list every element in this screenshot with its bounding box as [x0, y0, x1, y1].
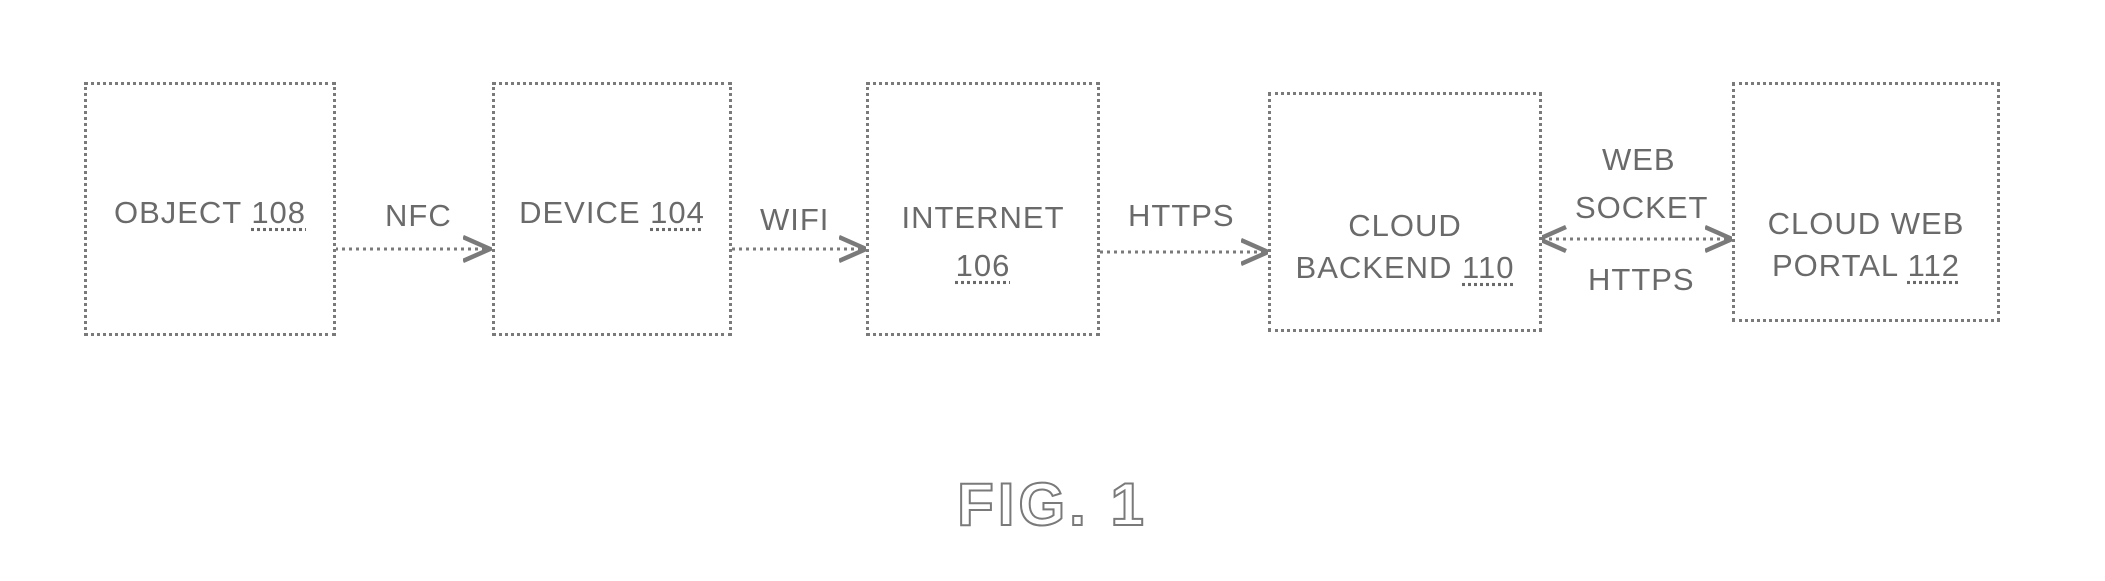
device-label-text: DEVICE: [519, 195, 641, 230]
figure-label: FIG. 1: [956, 470, 1148, 539]
cloud-web-portal-label-line2: PORTAL 112: [1735, 245, 1997, 287]
device-label: DEVICE 104: [495, 192, 729, 234]
internet-box: INTERNET 106: [866, 82, 1100, 336]
edge-label-socket: SOCKET: [1575, 190, 1709, 225]
cloud-web-portal-box: CLOUD WEB PORTAL 112: [1732, 82, 2000, 322]
object-label-text: OBJECT: [113, 195, 242, 230]
cloud-backend-label-text-2: BACKEND: [1295, 250, 1453, 285]
cloud-backend-label-text-1: CLOUD: [1348, 208, 1462, 243]
cloud-web-portal-label-line1: CLOUD WEB: [1735, 203, 1997, 245]
cloud-web-portal-label-text-1: CLOUD WEB: [1767, 206, 1965, 241]
internet-label-line2: 106: [869, 245, 1097, 287]
cloud-backend-box: CLOUD BACKEND 110: [1268, 92, 1542, 332]
internet-label-text: INTERNET: [901, 200, 1065, 235]
edge-label-nfc: NFC: [385, 198, 452, 233]
device-ref: 104: [650, 195, 705, 230]
cloud-backend-label-line2: BACKEND 110: [1271, 247, 1539, 289]
edge-label-https: HTTPS: [1128, 198, 1235, 233]
edge-label-web: WEB: [1602, 142, 1676, 177]
edge-label-https-2: HTTPS: [1588, 262, 1695, 297]
cloud-backend-label-line1: CLOUD: [1271, 205, 1539, 247]
device-box: DEVICE 104: [492, 82, 732, 336]
edge-label-wifi: WIFI: [760, 202, 830, 237]
cloud-backend-ref: 110: [1462, 250, 1515, 285]
object-box: OBJECT 108: [84, 82, 336, 336]
cloud-web-portal-label-text-2: PORTAL: [1771, 248, 1898, 283]
object-ref: 108: [251, 195, 307, 230]
internet-ref: 106: [955, 248, 1011, 283]
object-label: OBJECT 108: [87, 192, 333, 234]
cloud-web-portal-ref: 112: [1907, 248, 1961, 283]
internet-label-line1: INTERNET: [869, 197, 1097, 239]
